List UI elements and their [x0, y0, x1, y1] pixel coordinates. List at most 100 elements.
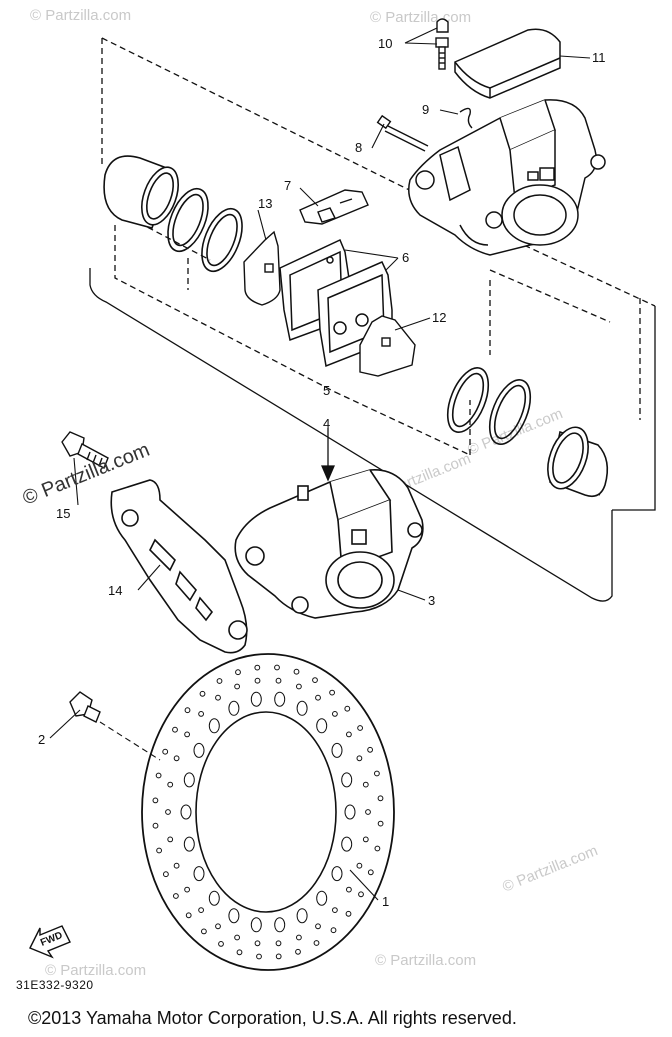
disc-hole	[330, 927, 337, 934]
disc-hole	[331, 866, 343, 882]
disc-hole	[316, 890, 328, 906]
disc-hole	[208, 890, 220, 906]
disc-hole	[208, 718, 220, 734]
callout-11: 11	[592, 50, 606, 65]
disc-hole	[167, 781, 174, 788]
piston-right	[547, 426, 609, 498]
disc-hole	[377, 820, 384, 827]
disc-hole	[358, 891, 364, 898]
disc-hole	[234, 934, 241, 941]
disc-hole	[332, 907, 338, 913]
disc-hole	[184, 731, 191, 738]
disc-hole	[162, 748, 169, 755]
disc-hole	[296, 908, 308, 924]
disc-hole	[275, 953, 282, 960]
disc-hole	[172, 726, 178, 733]
disc-hole	[344, 804, 356, 820]
callout-5: 5	[323, 383, 330, 398]
disc-hole	[254, 677, 261, 684]
disc-hole	[163, 871, 169, 878]
disc-hole	[332, 711, 338, 717]
disc-hole	[374, 845, 381, 852]
pad-cover-part-11	[454, 28, 561, 99]
disc-hole	[193, 866, 205, 882]
disc-hole	[215, 694, 221, 701]
disc-hole	[377, 795, 384, 802]
disc-hole	[183, 836, 195, 852]
callout-3: 3	[428, 593, 435, 608]
callout-12: 12	[432, 310, 446, 325]
disc-hole	[236, 949, 243, 956]
part-code: 31E332-9320	[16, 978, 94, 992]
disc-hole	[357, 725, 364, 731]
disc-hole	[331, 742, 343, 758]
brake-disc-part-1	[141, 653, 395, 971]
watermark-faint: © Partzilla.com	[45, 962, 146, 979]
disc-hole	[296, 683, 302, 690]
watermark-faint: © Partzilla.com	[375, 952, 476, 969]
disc-hole	[228, 700, 240, 716]
disc-hole	[356, 755, 363, 762]
disc-hole	[296, 700, 308, 716]
caliper-bracket-part-14	[110, 479, 248, 654]
disc-hole	[274, 664, 280, 671]
disc-hole	[256, 953, 262, 960]
disc-hole	[198, 907, 205, 913]
disc-hole	[155, 772, 162, 779]
disc-hole	[344, 705, 351, 712]
disc-hole	[356, 862, 363, 869]
disc-bolt-part-2	[69, 691, 101, 723]
disc-hole	[184, 707, 191, 714]
pad-pin-part-8	[376, 114, 429, 152]
bolt-part-15	[61, 431, 109, 469]
leader-lines	[49, 27, 591, 901]
callout-15: 15	[56, 506, 70, 521]
disc-hole	[367, 869, 374, 876]
disc-hole	[165, 809, 171, 815]
disc-hole	[193, 742, 205, 758]
disc-hole	[180, 804, 192, 820]
bleed-screw-part-10	[435, 18, 449, 70]
disc-hole	[341, 772, 353, 788]
disc-hole	[316, 718, 328, 734]
disc-hole	[216, 678, 223, 684]
disc-hole	[173, 862, 180, 869]
fwd-arrow-icon: FWD	[29, 925, 71, 959]
disc-hole	[275, 940, 282, 947]
dust-seal-right	[488, 379, 532, 445]
disc-hole	[185, 912, 192, 919]
disc-hole	[362, 781, 369, 788]
piston-left	[103, 155, 180, 229]
disc-hole	[152, 797, 159, 804]
assembly-arrow	[321, 428, 335, 482]
disc-hole	[215, 923, 221, 930]
watermark-faint: © Partzilla.com	[30, 7, 131, 24]
disc-hole	[312, 677, 318, 683]
disc-hole	[201, 928, 207, 935]
dust-seal-left	[201, 207, 243, 273]
disc-hole	[173, 893, 179, 899]
disc-hole	[293, 668, 300, 675]
callout-6: 6	[402, 250, 409, 265]
disc-hole	[234, 683, 241, 690]
callout-14: 14	[108, 583, 122, 598]
disc-hole	[362, 836, 369, 843]
pad-spring-part-7	[299, 189, 369, 225]
callout-7: 7	[284, 178, 291, 193]
disc-hole	[275, 677, 282, 684]
disc-hole	[313, 940, 320, 946]
callout-1: 1	[382, 894, 389, 909]
callout-13: 13	[258, 196, 272, 211]
disc-hole	[315, 923, 321, 930]
disc-hole	[167, 836, 174, 843]
clip-part-9	[459, 107, 473, 129]
callout-labels: 1 2 3 4 5 6 7 8 9 10 11 12 13 14 15	[38, 36, 606, 909]
shim-part-13	[243, 230, 281, 306]
disc-holes	[152, 664, 384, 960]
disc-hole	[365, 809, 371, 815]
callout-2: 2	[38, 732, 45, 747]
callout-4: 4	[323, 416, 330, 431]
disc-hole	[329, 689, 336, 696]
disc-hole	[183, 772, 195, 788]
disc-hole	[184, 886, 191, 893]
